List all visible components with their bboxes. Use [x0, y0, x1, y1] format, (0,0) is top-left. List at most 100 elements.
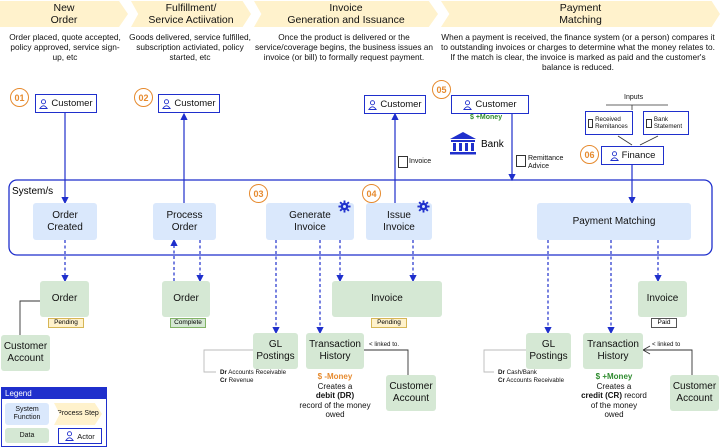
data-customer-account: Customer Account	[386, 375, 436, 411]
user-icon	[65, 431, 75, 441]
gl-entries-left: Dr Accounts Receivable Cr Revenue	[220, 369, 286, 384]
note-line: record	[621, 391, 647, 400]
data-order: Order	[40, 281, 89, 317]
money-label: $ +Money	[595, 372, 633, 381]
actor-label: Customer	[380, 99, 422, 110]
gl-key: Cr	[498, 376, 505, 384]
input-label: Bank Statement	[653, 115, 683, 131]
actor-finance: Finance	[601, 146, 664, 165]
stage-title-line2: Matching	[559, 14, 602, 26]
actor-label: Customer	[51, 98, 93, 109]
step-number: 02	[134, 88, 153, 107]
gl-key: Dr	[498, 369, 505, 376]
data-invoice: Invoice	[332, 281, 442, 317]
step-number: 04	[362, 184, 381, 203]
document-icon	[516, 155, 526, 167]
data-transaction-history: Transaction History	[306, 333, 364, 369]
linked-to-label: < linked to	[652, 341, 681, 348]
function-generate-invoice: Generate Invoice	[266, 203, 354, 240]
remittance-advice-label: Remittance Advice	[528, 155, 564, 170]
status-badge: Pending	[48, 318, 84, 328]
function-issue-invoice: Issue Invoice	[366, 203, 432, 240]
gl-value: Cash/Bank	[506, 369, 537, 376]
status-badge: Complete	[170, 318, 206, 328]
gl-value: Revenue	[228, 376, 254, 384]
document-icon	[398, 156, 408, 168]
note-line: of the money	[590, 400, 638, 410]
gl-value: Accounts Receivable	[506, 376, 565, 384]
gl-key: Dr	[220, 369, 227, 376]
step-number: 01	[10, 88, 29, 107]
data-invoice-paid: Invoice	[638, 281, 687, 317]
actor-customer: Customer	[158, 94, 220, 113]
note-line: owed	[604, 410, 624, 419]
gl-entries-right: Dr Cash/Bank Cr Accounts Receivable	[498, 369, 564, 384]
document-icon	[646, 118, 652, 128]
stage-description: Order placed, quote accepted, policy app…	[9, 32, 121, 62]
legend-data: Data	[5, 428, 49, 443]
actor-customer: Customer	[364, 95, 426, 114]
data-customer-account: Customer Account	[670, 375, 719, 411]
stage-description: When a payment is received, the finance …	[441, 32, 715, 72]
gl-key: Cr	[220, 376, 227, 384]
actor-customer-payer: Customer	[451, 95, 529, 114]
input-label: Received Remitances	[595, 115, 628, 131]
step-number: 06	[580, 145, 599, 164]
invoice-doc-label: Invoice	[409, 158, 432, 165]
actor-customer: Customer	[35, 94, 97, 113]
note-line: Creates a	[317, 381, 353, 391]
actor-label: Customer	[475, 99, 517, 110]
input-received-remittances: Received Remitances	[585, 111, 633, 135]
step-number: 03	[249, 184, 268, 203]
bank-icon	[450, 132, 476, 155]
actor-label: Customer	[174, 98, 216, 109]
document-icon	[588, 118, 594, 128]
data-customer-account: Customer Account	[1, 335, 50, 371]
data-gl-postings: GL Postings	[526, 333, 571, 369]
note-line: record of the money	[299, 400, 371, 410]
inputs-label: Inputs	[624, 94, 644, 101]
data-transaction-history: Transaction History	[583, 333, 643, 369]
note-credit: $ +Money Creates a credit (CR) record of…	[571, 372, 657, 420]
actor-label: Finance	[621, 150, 656, 161]
stage-title-line2: Order	[50, 14, 78, 26]
stage-fulfillment: Fulfillment/Service Actiivation	[131, 1, 251, 27]
stage-title-line1: Payment	[559, 2, 602, 14]
stage-description: Goods delivered, service fulfilled, subs…	[129, 32, 251, 62]
money-label: $ -Money	[317, 372, 353, 381]
legend: Legend System Function Process Step Data…	[1, 387, 107, 447]
function-process-order: Process Order	[153, 203, 216, 240]
stage-title-line1: Invoice	[329, 2, 363, 14]
user-icon	[463, 99, 473, 110]
note-bold: credit (CR)	[581, 391, 622, 400]
legend-process-step: Process Step	[54, 403, 102, 425]
note-line: Creates a	[596, 381, 632, 391]
user-icon	[609, 150, 619, 161]
user-icon	[368, 99, 378, 110]
stage-title-line1: New	[53, 2, 75, 14]
legend-actor: Actor	[58, 428, 102, 444]
step-number: 05	[432, 80, 451, 99]
gear-icon	[338, 200, 351, 213]
data-gl-postings: GL Postings	[253, 333, 298, 369]
bank-label: Bank	[481, 139, 504, 150]
gear-icon	[417, 200, 430, 213]
user-icon	[39, 98, 49, 109]
stage-description: Once the product is delivered or the ser…	[254, 32, 434, 62]
money-label: $ +Money	[470, 114, 503, 121]
status-badge: Pending	[371, 318, 407, 328]
note-debit: $ -Money Creates a debit (DR) record of …	[292, 372, 378, 420]
stage-title-line2: Generation and Issuance	[287, 14, 405, 26]
input-bank-statement: Bank Statement	[643, 111, 689, 135]
function-payment-matching: Payment Matching	[537, 203, 691, 240]
legend-system-function: System Function	[5, 403, 49, 425]
linked-to-label: < linked to.	[369, 341, 400, 348]
note-line: owed	[325, 410, 345, 419]
data-order-complete: Order	[162, 281, 210, 317]
actor-label: Actor	[77, 431, 95, 441]
system-label: System/s	[12, 186, 54, 197]
gl-value: Accounts Receivable	[228, 369, 287, 376]
